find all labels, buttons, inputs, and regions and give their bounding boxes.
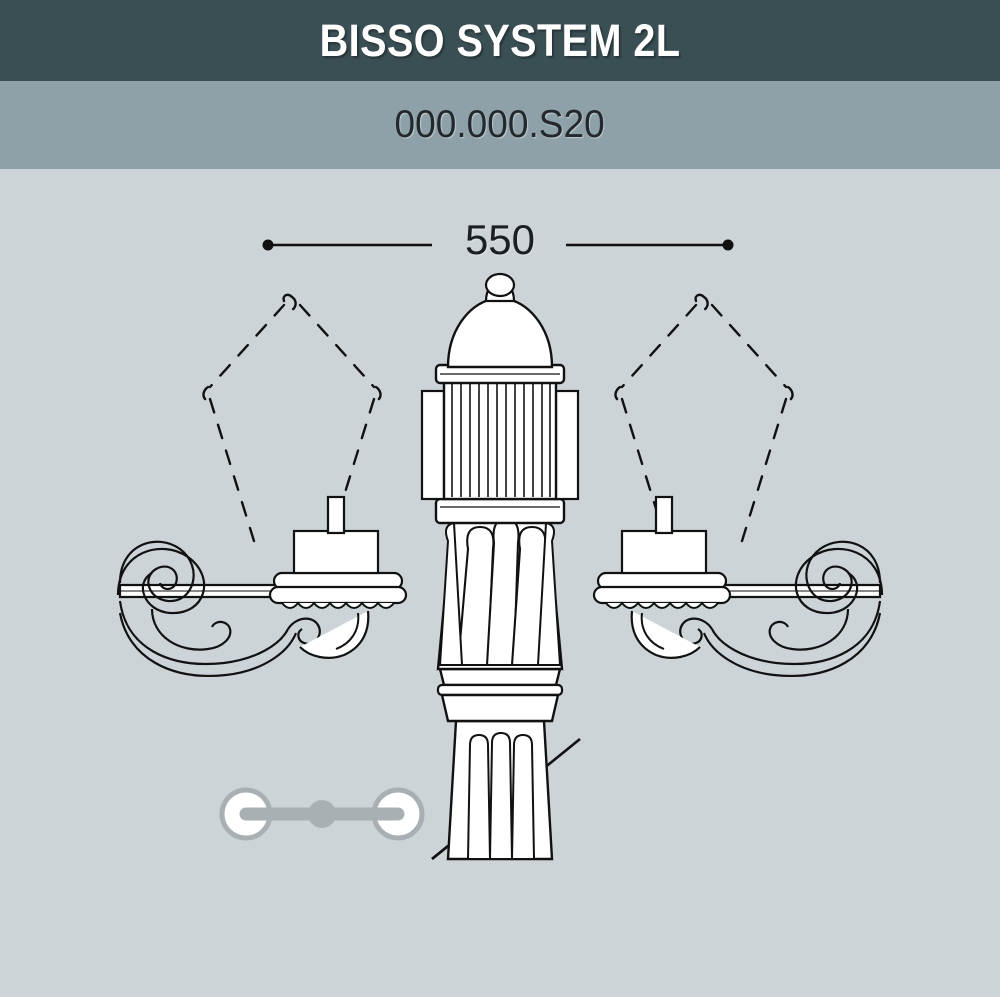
- product-code-band: 000.000.S20: [0, 81, 1000, 169]
- title-band: BISSO SYSTEM 2L: [0, 0, 1000, 81]
- left-lantern-outline: [202, 293, 382, 543]
- hub-base-plate: [434, 497, 566, 525]
- column-lower-shaft: [446, 719, 554, 861]
- right-lantern-outline: [614, 293, 794, 543]
- hub-fluted-body: [442, 379, 558, 501]
- hub-dome-cap: [446, 272, 554, 369]
- right-scroll-arm-assembly: [592, 495, 884, 678]
- column-capital: [436, 517, 564, 671]
- product-code: 000.000.S20: [394, 103, 606, 146]
- dimension-line-550: [262, 239, 734, 251]
- column-collar: [436, 667, 564, 723]
- left-scroll-arm-assembly: [116, 495, 408, 678]
- two-lamp-configuration-icon[interactable]: [219, 787, 425, 841]
- ground-line-front: [431, 844, 449, 861]
- product-title: BISSO SYSTEM 2L: [319, 14, 681, 66]
- hub-side-blocks: [420, 389, 580, 501]
- technical-drawing-stage: [0, 169, 1000, 997]
